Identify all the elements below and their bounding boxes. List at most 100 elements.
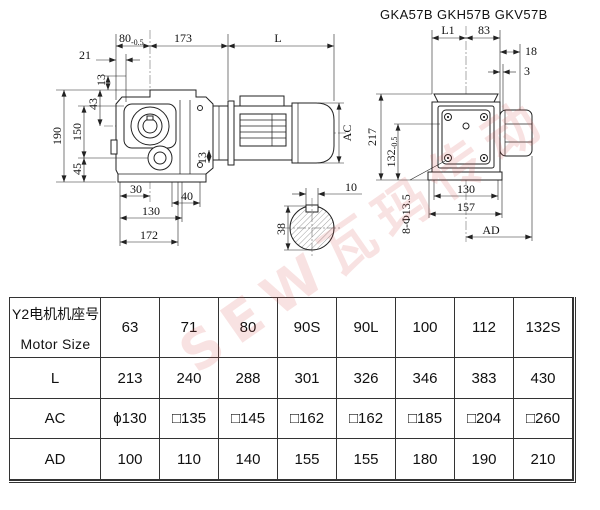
dim-30-label: 30 <box>130 182 142 196</box>
motor-size-cell: 63 <box>100 297 160 358</box>
table-cell: 326 <box>336 357 396 399</box>
housing-bolt <box>197 162 203 168</box>
header-label-box: Y2电机机座号 Motor Size <box>10 298 100 357</box>
motor-adapter <box>212 105 229 161</box>
table-cell: □145 <box>218 398 278 439</box>
dim-130-front-label: 130 <box>142 204 160 218</box>
hollow-shaft-keyway <box>146 115 154 121</box>
technical-drawing: GKA57B GKH57B GKV57B <box>50 7 548 258</box>
dim-L-label: L <box>274 31 281 45</box>
dim-173-label: 173 <box>174 31 192 45</box>
motor-size-table-frame: Y2电机机座号 Motor Size 63 71 80 90S 90L 100 … <box>9 297 576 483</box>
side-view: L1 83 18 3 217 132-0.5 8-Φ13.5 130 157 A… <box>365 23 537 242</box>
row-label: L <box>9 357 101 399</box>
table-cell: 210 <box>513 438 573 480</box>
dim-132-value: 132 <box>384 149 398 167</box>
table-cell: □204 <box>454 398 514 439</box>
table-cell: □260 <box>513 398 573 439</box>
table-cell: 100 <box>100 438 160 480</box>
motor-end-view <box>499 109 533 157</box>
motor-fin-panel <box>239 113 287 147</box>
table-cell: 383 <box>454 357 514 399</box>
dim-40-label: 40 <box>181 189 193 203</box>
dim-13-left-label: 13 <box>94 74 108 86</box>
hollow-shaft-bore <box>142 118 158 134</box>
header-label-en: Motor Size <box>20 336 91 352</box>
motor-size-cell: 100 <box>395 297 455 358</box>
dim-13-right-label: 13 <box>195 152 209 164</box>
side-view-flange <box>427 171 503 181</box>
front-view: 80-0.5 173 L 21 13 43 150 45 190 13 30 <box>50 30 354 246</box>
header-label-cn: Y2电机机座号 <box>12 306 100 322</box>
motor-size-cell: 71 <box>159 297 219 358</box>
table-row-AD: AD 100 110 140 155 155 180 190 210 <box>9 438 573 480</box>
table-cell: 301 <box>277 357 337 399</box>
dim-38-label: 38 <box>274 223 288 235</box>
housing-bolt <box>197 105 203 111</box>
dim-43-label: 43 <box>86 98 100 110</box>
table-row-L: L 213 240 288 301 326 346 383 430 <box>9 357 573 399</box>
lower-gear-cap <box>153 151 167 165</box>
dim-80-value: 80 <box>119 31 131 45</box>
mounting-hole-center <box>482 156 486 160</box>
header-label-cell: Y2电机机座号 Motor Size <box>9 297 101 358</box>
row-label: AD <box>9 438 101 480</box>
shaft-section: 10 38 <box>274 180 362 258</box>
table-cell: □162 <box>336 398 396 439</box>
dim-130-side-label: 130 <box>457 182 475 196</box>
dim-83-label: 83 <box>478 23 490 37</box>
gearbox-top-cap <box>433 93 499 103</box>
dim-3-label: 3 <box>524 64 530 78</box>
table-cell: 430 <box>513 357 573 399</box>
dim-holes-label: 8-Φ13.5 <box>399 194 413 234</box>
table-cell: 346 <box>395 357 455 399</box>
gearbox-side-plate <box>441 109 491 165</box>
dim-L1-label: L1 <box>441 23 454 37</box>
output-shaft-end <box>462 122 470 130</box>
table-cell: □135 <box>159 398 219 439</box>
dim-150-label: 150 <box>70 123 84 141</box>
dim-45-label: 45 <box>70 163 84 175</box>
table-header-row: Y2电机机座号 Motor Size 63 71 80 90S 90L 100 … <box>9 297 573 358</box>
motor-size-cell: 132S <box>513 297 573 358</box>
dim-157-label: 157 <box>457 200 475 214</box>
table-cell: □162 <box>277 398 337 439</box>
dim-172-label: 172 <box>140 228 158 242</box>
model-title: GKA57B GKH57B GKV57B <box>380 7 548 22</box>
dim-AD-label: AD <box>482 223 500 237</box>
table-cell: 240 <box>159 357 219 399</box>
mounting-hole-center <box>446 156 450 160</box>
motor-size-cell: 80 <box>218 297 278 358</box>
dim-21-label: 21 <box>79 48 91 62</box>
gearbox-side-lug <box>110 139 118 155</box>
table-cell: 155 <box>336 438 396 480</box>
table-cell: 213 <box>100 357 160 399</box>
mounting-hole-center <box>482 115 486 119</box>
motor-size-cell: 90L <box>336 297 396 358</box>
motor-flange <box>227 100 235 166</box>
dim-AC-label: AC <box>340 125 354 142</box>
motor-size-cell: 90S <box>277 297 337 358</box>
mounting-hole-center <box>446 115 450 119</box>
table-cell: ϕ130 <box>100 398 160 439</box>
row-label: AC <box>9 398 101 439</box>
dim-80-tolerance: -0.5 <box>131 38 144 47</box>
table-cell: 140 <box>218 438 278 480</box>
table-cell: 110 <box>159 438 219 480</box>
table-cell: 288 <box>218 357 278 399</box>
motor-size-cell: 112 <box>454 297 514 358</box>
terminal-box <box>239 95 285 107</box>
dim-10-label: 10 <box>345 180 357 194</box>
hole-leader-line <box>409 160 446 181</box>
dim-190-label: 190 <box>50 127 64 145</box>
table-row-AC: AC ϕ130 □135 □145 □162 □162 □185 □204 □2… <box>9 398 573 439</box>
table-cell: 180 <box>395 438 455 480</box>
table-cell: 190 <box>454 438 514 480</box>
dim-80-label: 80-0.5 <box>119 31 144 47</box>
dim-18-label: 18 <box>525 44 537 58</box>
dim-217-label: 217 <box>365 128 379 146</box>
table-cell: □185 <box>395 398 455 439</box>
dim-132-label: 132-0.5 <box>384 137 399 168</box>
dim-132-tolerance: -0.5 <box>390 137 399 150</box>
table-cell: 155 <box>277 438 337 480</box>
